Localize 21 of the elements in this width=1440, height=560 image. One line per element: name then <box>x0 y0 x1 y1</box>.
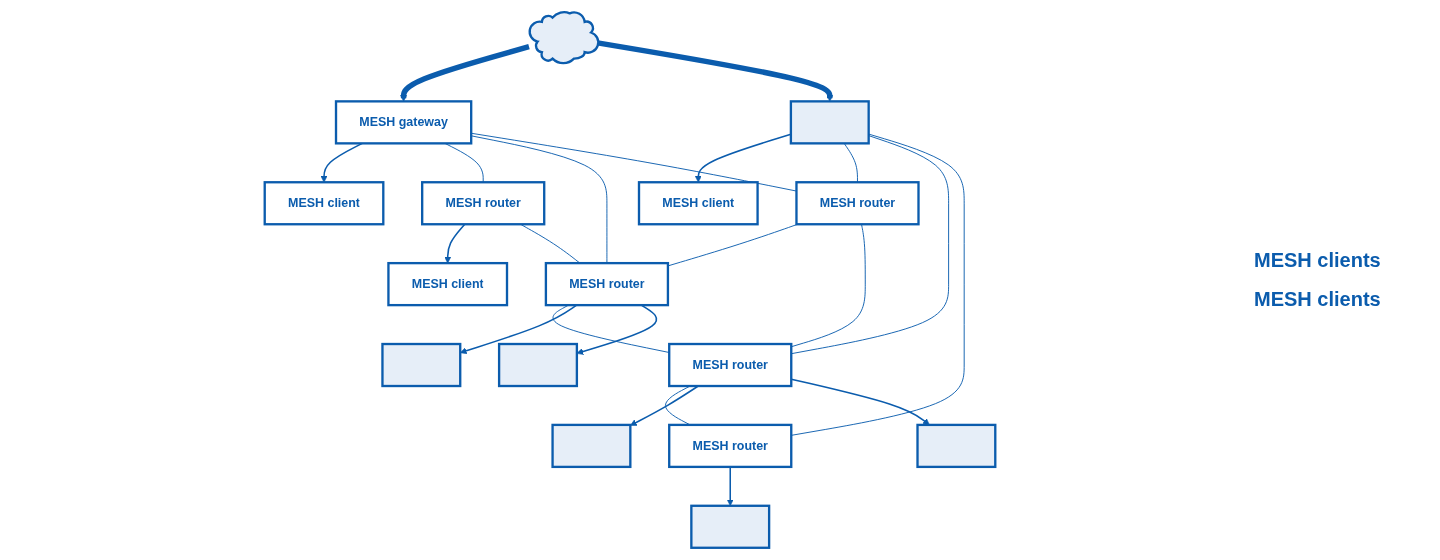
node-cloud <box>528 11 600 65</box>
arrow <box>597 40 834 102</box>
connector <box>667 223 799 267</box>
node-box: MESH router <box>668 423 793 469</box>
node-box: MESH client <box>263 181 385 226</box>
node-box <box>690 504 771 549</box>
node-box <box>789 100 870 145</box>
node-box: MESH router <box>544 261 670 307</box>
node-box <box>551 423 632 469</box>
node-box <box>497 342 579 388</box>
caption-label: MESH clients <box>1254 288 1382 311</box>
node-box: MESH router <box>421 181 546 226</box>
node-box: MESH router <box>795 181 920 226</box>
node-box: MESH gateway <box>334 100 473 145</box>
node-box: MESH client <box>387 261 509 307</box>
node-box: MESH client <box>637 181 759 226</box>
arrow <box>400 44 530 102</box>
node-box <box>916 423 997 469</box>
node-box <box>381 342 462 388</box>
caption-label: MESH clients <box>1254 249 1382 272</box>
node-box: MESH router <box>668 342 793 388</box>
